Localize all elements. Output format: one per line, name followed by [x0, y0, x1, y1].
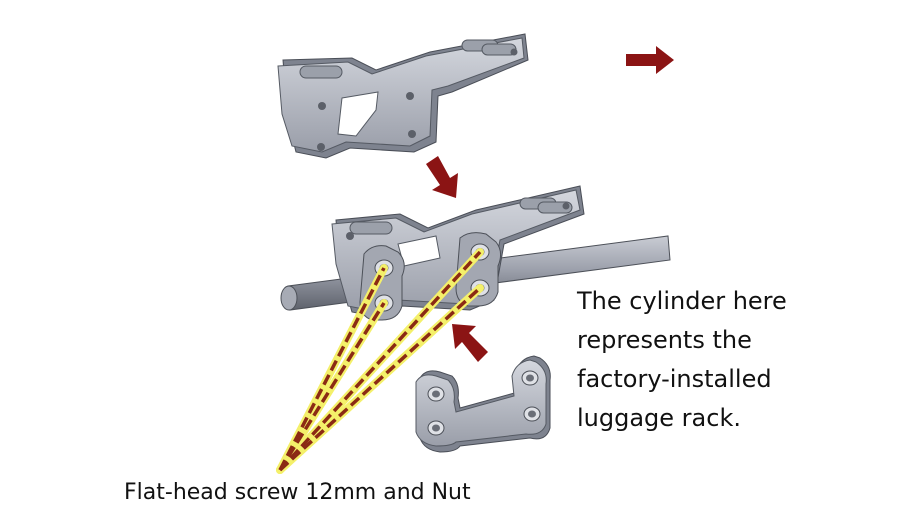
arrow-down-right-icon [426, 156, 458, 198]
direction-arrows [426, 46, 674, 362]
cylinder-note-line: The cylinder here [577, 287, 787, 315]
arrow-right-icon [626, 46, 674, 74]
screw-label: Flat-head screw 12mm and Nut [124, 480, 471, 505]
cylinder-note-line: represents the [577, 326, 752, 354]
guide-dashes [278, 250, 482, 472]
upper-bracket [277, 33, 529, 159]
lower-clamp-bracket [415, 355, 551, 453]
cylinder-note-line: factory-installed [577, 365, 772, 393]
middle-bracket [331, 185, 585, 321]
screw-guide-lines [276, 248, 484, 474]
cylinder-note-line: luggage rack. [577, 404, 741, 432]
arrow-up-left-icon [452, 324, 488, 362]
cylinder-note: The cylinder here represents the factory… [577, 282, 897, 438]
